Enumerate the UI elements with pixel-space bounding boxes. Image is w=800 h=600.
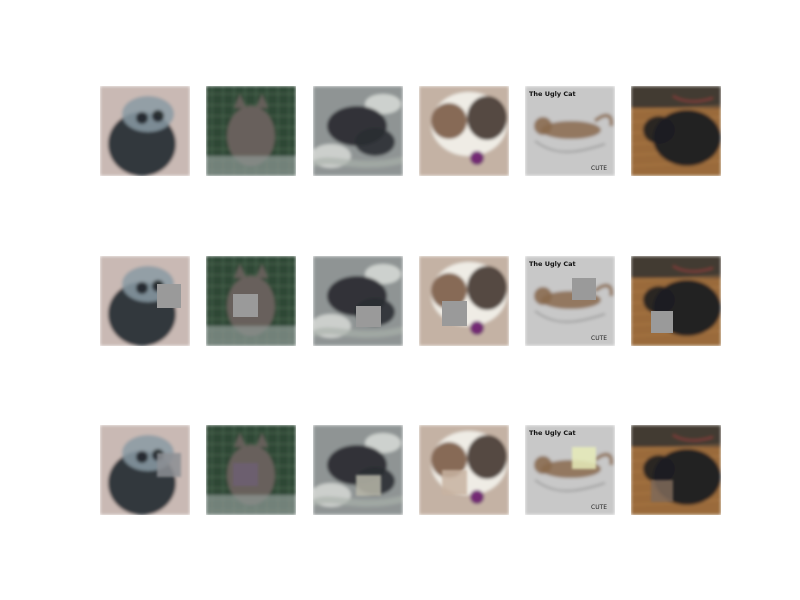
tile-content [631, 256, 721, 346]
mask-square [572, 278, 596, 300]
tile-content [631, 86, 721, 176]
tile-svg [313, 256, 403, 346]
mask-square [651, 311, 673, 333]
reconstructed-patch [157, 453, 181, 477]
mask-square [157, 284, 181, 308]
tile-svg [100, 86, 190, 176]
reconstructed-patch [442, 470, 467, 495]
tile-svg [206, 86, 296, 176]
tile-content [419, 86, 509, 176]
tile-content [100, 86, 190, 176]
tile-masked-cat-black-plants [313, 256, 403, 346]
mask-square [442, 301, 467, 326]
tile-content [313, 256, 403, 346]
tile-content [525, 425, 615, 515]
tile-svg [419, 86, 509, 176]
tile-content [313, 86, 403, 176]
tile-original-cat-tabby-cage [206, 86, 296, 176]
tile-masked-cat-gray-closeup [100, 256, 190, 346]
sketch-print-header: The Ugly Cat [529, 260, 576, 268]
tile-original-cat-calico-closeup [419, 86, 509, 176]
sketch-print-header: The Ugly Cat [529, 429, 576, 437]
sketch-print-header: The Ugly Cat [529, 90, 576, 98]
tile-svg [631, 425, 721, 515]
tile-masked-cat-tabby-cage [206, 256, 296, 346]
tile-reconstructed-cat-black-wood-floor [631, 425, 721, 515]
tile-svg [313, 86, 403, 176]
sketch-print-footer: CUTE [591, 335, 607, 342]
tile-reconstructed-cat-black-plants [313, 425, 403, 515]
tile-svg [631, 86, 721, 176]
reconstructed-patch [651, 480, 673, 502]
reconstructed-patch [572, 447, 596, 469]
tile-content [313, 425, 403, 515]
tile-svg [631, 256, 721, 346]
tile-reconstructed-cat-calico-closeup [419, 425, 509, 515]
mask-square [356, 306, 381, 327]
tile-masked-cat-calico-closeup [419, 256, 509, 346]
sketch-print-footer: CUTE [591, 165, 607, 172]
tile-masked-cat-black-wood-floor [631, 256, 721, 346]
mask-square [233, 294, 258, 317]
tile-original-cat-black-plants [313, 86, 403, 176]
tile-content [206, 86, 296, 176]
tile-reconstructed-cat-tabby-cage [206, 425, 296, 515]
tile-original-cat-gray-closeup [100, 86, 190, 176]
tile-original-cat-black-wood-floor [631, 86, 721, 176]
tile-reconstructed-cat-gray-closeup [100, 425, 190, 515]
tile-content [525, 86, 615, 176]
sketch-print-footer: CUTE [591, 504, 607, 511]
reconstructed-patch [233, 463, 258, 486]
tile-content [525, 256, 615, 346]
tile-content [631, 425, 721, 515]
tile-svg [313, 425, 403, 515]
reconstructed-patch [356, 475, 381, 496]
